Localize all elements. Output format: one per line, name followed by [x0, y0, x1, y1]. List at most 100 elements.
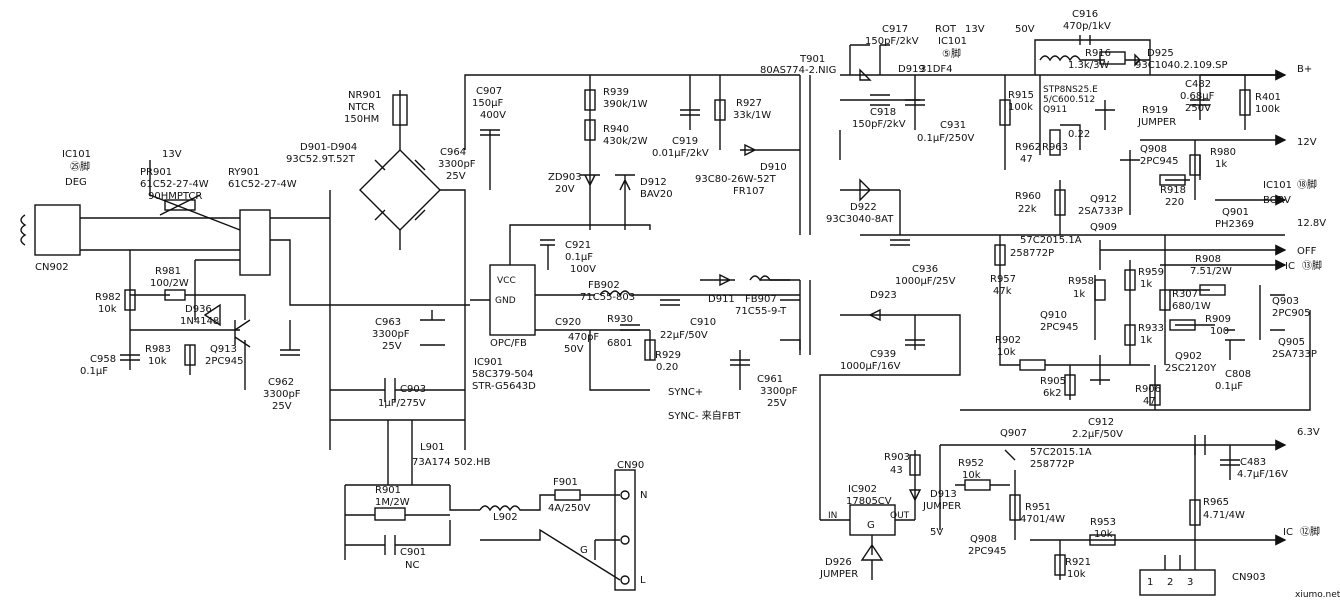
lbl-ic101-25-pin: ㉕脚	[70, 160, 90, 173]
lbl-c482-val1: 0.68μF	[1180, 91, 1215, 102]
lbl-pr901-part: 61C52-27-4W	[140, 179, 209, 190]
lbl-c907-val2: 400V	[480, 110, 506, 121]
lbl-r902: R902	[995, 335, 1021, 346]
lbl-r927-val: 33k/1W	[733, 110, 771, 121]
cn902-coil	[20, 204, 240, 256]
r981-d936-network	[120, 250, 251, 390]
lbl-50v: 50V	[1015, 24, 1035, 35]
lbl-q910-part: 2PC945	[1040, 322, 1078, 333]
lbl-c916: C916	[1072, 9, 1098, 20]
lbl-l901-part: 73A174 502.HB	[412, 457, 491, 468]
lbl-r307-val: 680/1W	[1172, 301, 1211, 312]
lbl-zd903: ZD903	[548, 172, 582, 183]
t901-transformer	[760, 75, 811, 355]
lbl-r951: R951	[1025, 502, 1051, 513]
lbl-d913-val: JUMPER	[922, 501, 961, 512]
lbl-g: G	[580, 545, 588, 556]
lbl-r981-val: 100/2W	[150, 278, 189, 289]
lbl-r963-val: 0.22	[1068, 129, 1090, 140]
lbl-r983-val: 10k	[148, 356, 167, 367]
ry901-relay	[149, 160, 470, 306]
lbl-ic901-gnd: GND	[495, 296, 516, 306]
q911-regulator	[999, 75, 1115, 235]
lbl-r960-val: 22k	[1018, 204, 1037, 215]
lbl-q908a: Q908	[1140, 144, 1167, 155]
lbl-c483: C483	[1240, 457, 1266, 468]
lbl-l902: L902	[493, 512, 518, 523]
lbl-c912: C912	[1088, 417, 1114, 428]
l901-choke	[344, 420, 480, 560]
lbl-pr901: PR901	[140, 167, 172, 178]
lbl-cn903: CN903	[1232, 572, 1266, 583]
lbl-q913-part: 2PC945	[205, 356, 243, 367]
lbl-r983: R983	[145, 344, 171, 355]
lbl-q909-part: 57C2015.1A	[1020, 235, 1082, 246]
lbl-d919-part: 31DF4	[920, 64, 953, 75]
lbl-ic101-5-pin: ⑤脚	[942, 47, 961, 60]
lbl-f901-val: 4A/250V	[548, 503, 591, 514]
lbl-deg: DEG	[65, 177, 87, 188]
lbl-nr901-type: NTCR	[348, 102, 375, 113]
lbl-r930: R930	[607, 314, 633, 325]
lbl-r980-val: 1k	[1215, 159, 1227, 170]
lbl-6-3v: 6.3V	[1297, 427, 1320, 438]
lbl-r919-val: JUMPER	[1137, 117, 1176, 128]
lbl-r908: R908	[1195, 254, 1221, 265]
lbl-nr901: NR901	[348, 90, 382, 101]
lbl-r918: R918	[1160, 185, 1186, 196]
lbl-watermark: xiumo.net	[1295, 590, 1340, 600]
lbl-zd903-val: 20V	[555, 184, 575, 195]
lbl-c808-val: 0.1μF	[1215, 381, 1243, 392]
lbl-c907: C907	[476, 86, 502, 97]
lbl-q905-part: 2SA733P	[1272, 349, 1317, 360]
lbl-12v: 12V	[1297, 137, 1317, 148]
lbl-c917: C917	[882, 24, 908, 35]
lbl-r963: R963	[1042, 142, 1068, 153]
lbl-cn902: CN902	[35, 262, 69, 273]
lbl-q902-part: 2SC2120Y	[1165, 363, 1217, 374]
mid-rails	[960, 235, 1311, 411]
lbl-r905: R905	[1040, 376, 1066, 387]
lbl-c958: C958	[90, 354, 116, 365]
lbl-d925-part: 93C1040.2.109.SP	[1135, 60, 1228, 71]
lbl-ic101-18: IC101	[1263, 180, 1292, 191]
lbl-c903-val: 1μF/275V	[378, 398, 426, 409]
lbl-d913: D913	[930, 489, 957, 500]
cn903-pins	[1164, 555, 1181, 570]
lbl-ic101-12-pin: ⑫脚	[1300, 525, 1320, 538]
lbl-c921-val1: 0.1μF	[565, 252, 593, 263]
lbl-d910-type: FR107	[733, 186, 765, 197]
lbl-r916: R916	[1085, 48, 1111, 59]
lbl-fb907: FB907	[745, 294, 777, 305]
lbl-c907-val1: 150μF	[472, 98, 503, 109]
lbl-fb907-part: 71C55-9-T	[735, 306, 787, 317]
lbl-d901-part: 93C52.9T.52T	[286, 154, 356, 165]
lbl-ic901-vcc: VCC	[497, 276, 516, 286]
lbl-12-8v: 12.8V	[1297, 218, 1326, 229]
lbl-q907: Q907	[1000, 428, 1027, 439]
lbl-d926-val: JUMPER	[819, 569, 858, 580]
lbl-r940: R940	[603, 124, 629, 135]
lbl-q905: Q905	[1278, 337, 1305, 348]
lbl-c921-val2: 100V	[570, 264, 596, 275]
lbl-c961-val1: 3300pF	[760, 386, 798, 397]
lbl-r960: R960	[1015, 191, 1041, 202]
lbl-d919: D919	[898, 64, 925, 75]
lbl-ic901: IC901	[474, 357, 503, 368]
lbl-q912: Q912	[1090, 194, 1117, 205]
lbl-c918: C918	[870, 107, 896, 118]
lbl-f901: F901	[553, 477, 578, 488]
c907-r939-r940	[464, 74, 800, 230]
lbl-q902: Q902	[1175, 351, 1202, 362]
lbl-r951-val: 4701/4W	[1020, 514, 1065, 525]
lbl-5v: 5V	[930, 527, 943, 538]
lbl-d911: D911	[708, 294, 735, 305]
lbl-cn903-p2: 2	[1167, 577, 1173, 588]
lbl-r958: R958	[1068, 276, 1094, 287]
lbl-l: L	[640, 575, 646, 586]
lbl-r901-val: 1M/2W	[375, 497, 410, 508]
lbl-ic901-type: STR-G5643D	[472, 381, 536, 392]
lbl-rot: ROT	[935, 24, 957, 35]
lbl-r908-val: 7.51/2W	[1190, 266, 1232, 277]
